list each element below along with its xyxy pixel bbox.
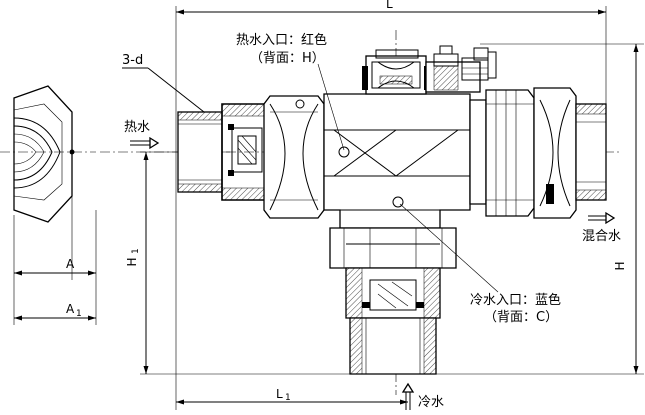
dim-A1-sub: 1 <box>76 309 82 319</box>
mixed-water-arrow-icon <box>588 211 616 225</box>
cold-inlet-back-label: （背面：C） <box>484 310 558 325</box>
hot-water-label: 热水 <box>124 120 150 135</box>
cold-inlet-label: 冷水入口：蓝色 <box>470 292 561 308</box>
section-mark-label: 3-d <box>122 53 143 68</box>
hot-inlet-label: 热水入口：红色 <box>236 32 327 48</box>
mixed-water-label: 混合水 <box>582 229 621 244</box>
valve-body <box>177 45 607 375</box>
side-view: A A 1 <box>0 85 97 325</box>
annotations: 3-d 热水 热水入口：红色 （背面：H） 混合水 冷水入口：蓝色 （背面：C） <box>122 32 621 410</box>
dim-L1: L <box>276 387 283 401</box>
cold-water-arrow-icon <box>401 382 415 410</box>
dim-H1-sub: 1 <box>131 248 141 254</box>
dimension-frame: L L 1 H H 1 <box>125 0 644 410</box>
dim-L: L <box>386 0 393 11</box>
cold-water-label: 冷水 <box>418 395 444 410</box>
dim-L1-sub: 1 <box>285 393 291 403</box>
hot-water-arrow-icon <box>130 136 160 150</box>
dim-A: A <box>66 257 75 271</box>
dim-A1: A <box>66 302 75 316</box>
dim-H1: H <box>125 257 139 266</box>
dim-H: H <box>613 261 627 270</box>
hot-inlet-back-label: （背面：H） <box>250 51 325 66</box>
